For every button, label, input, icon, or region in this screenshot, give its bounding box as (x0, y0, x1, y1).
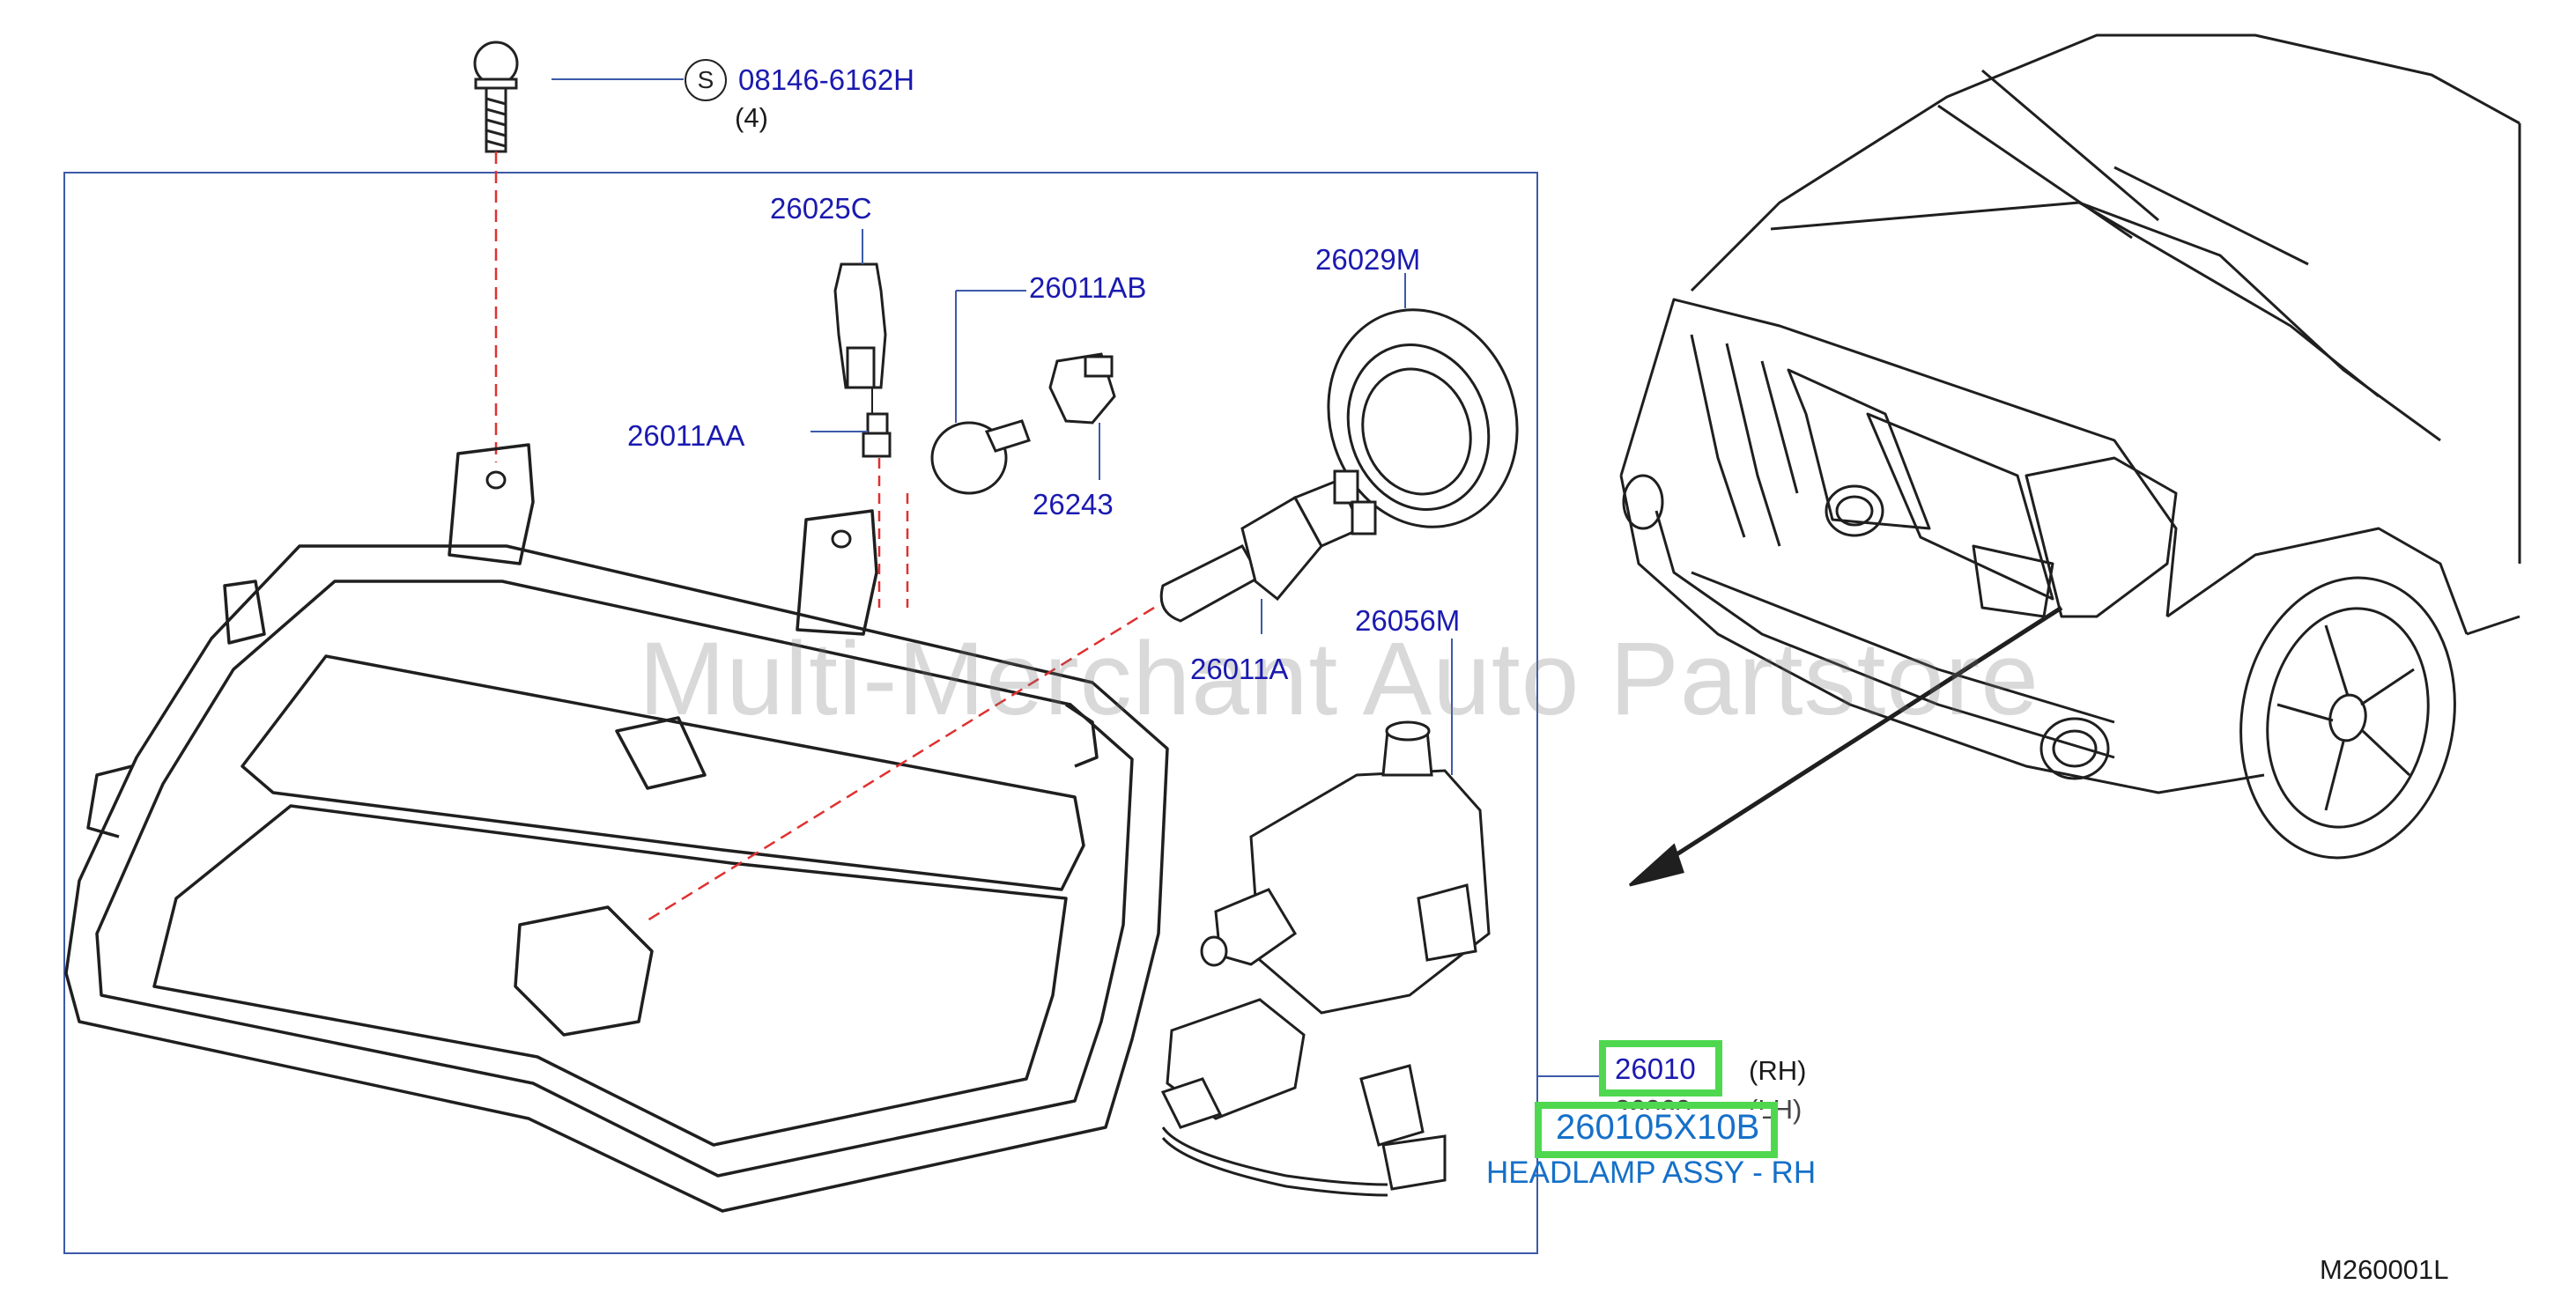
part-label-bulb-main[interactable]: 26011A (1190, 653, 1289, 685)
bulb-leader (647, 606, 1155, 922)
truck-front-illustration (1619, 33, 2521, 860)
part-label-bulb-wedge[interactable]: 26011AA (627, 419, 745, 452)
highlight-rh-number (1599, 1040, 1722, 1097)
dust-cap-icon (1327, 308, 1519, 528)
watermark: Multi-Merchant Auto Partstore (639, 621, 2039, 737)
assembly-rh-number[interactable]: 26010 (1615, 1052, 1696, 1085)
wiring-harness-icon (1160, 998, 1447, 1197)
round-bulb-icon (930, 419, 1031, 495)
bolt-quantity: (4) (735, 102, 768, 133)
arrow-head-icon (1628, 843, 1684, 887)
part-label-socket-top[interactable]: 26025C (770, 192, 872, 225)
location-arrow (1654, 605, 2063, 870)
headlamp-housing (64, 443, 1169, 1213)
socket-26243-icon (1048, 352, 1116, 425)
bolt-icon (473, 41, 519, 153)
socket-26025c-icon (833, 262, 887, 389)
symbol-s-icon: S (685, 59, 727, 101)
leveler-motor-icon (1200, 720, 1491, 1015)
assembly-rh-suffix: (RH) (1749, 1055, 1807, 1086)
part-label-socket-small[interactable]: 26243 (1033, 488, 1114, 521)
highlight-part-number (1535, 1102, 1778, 1158)
part-label-leveler[interactable]: 26056M (1355, 604, 1461, 637)
assembly-part-number[interactable]: 260105X10B (1552, 1110, 1764, 1145)
part-label-bulb-small[interactable]: 26011AB (1029, 271, 1147, 304)
wedge-bulb-icon (862, 412, 892, 458)
assembly-frame (63, 172, 1538, 1254)
assembly-description: HEADLAMP ASSY - RH (1486, 1156, 1817, 1190)
halogen-bulb-icon (1159, 469, 1377, 623)
part-label-cap[interactable]: 26029M (1315, 243, 1421, 276)
diagram-code: M260001L (2320, 1254, 2449, 1285)
part-label-bolt[interactable]: 08146-6162H (738, 63, 914, 96)
